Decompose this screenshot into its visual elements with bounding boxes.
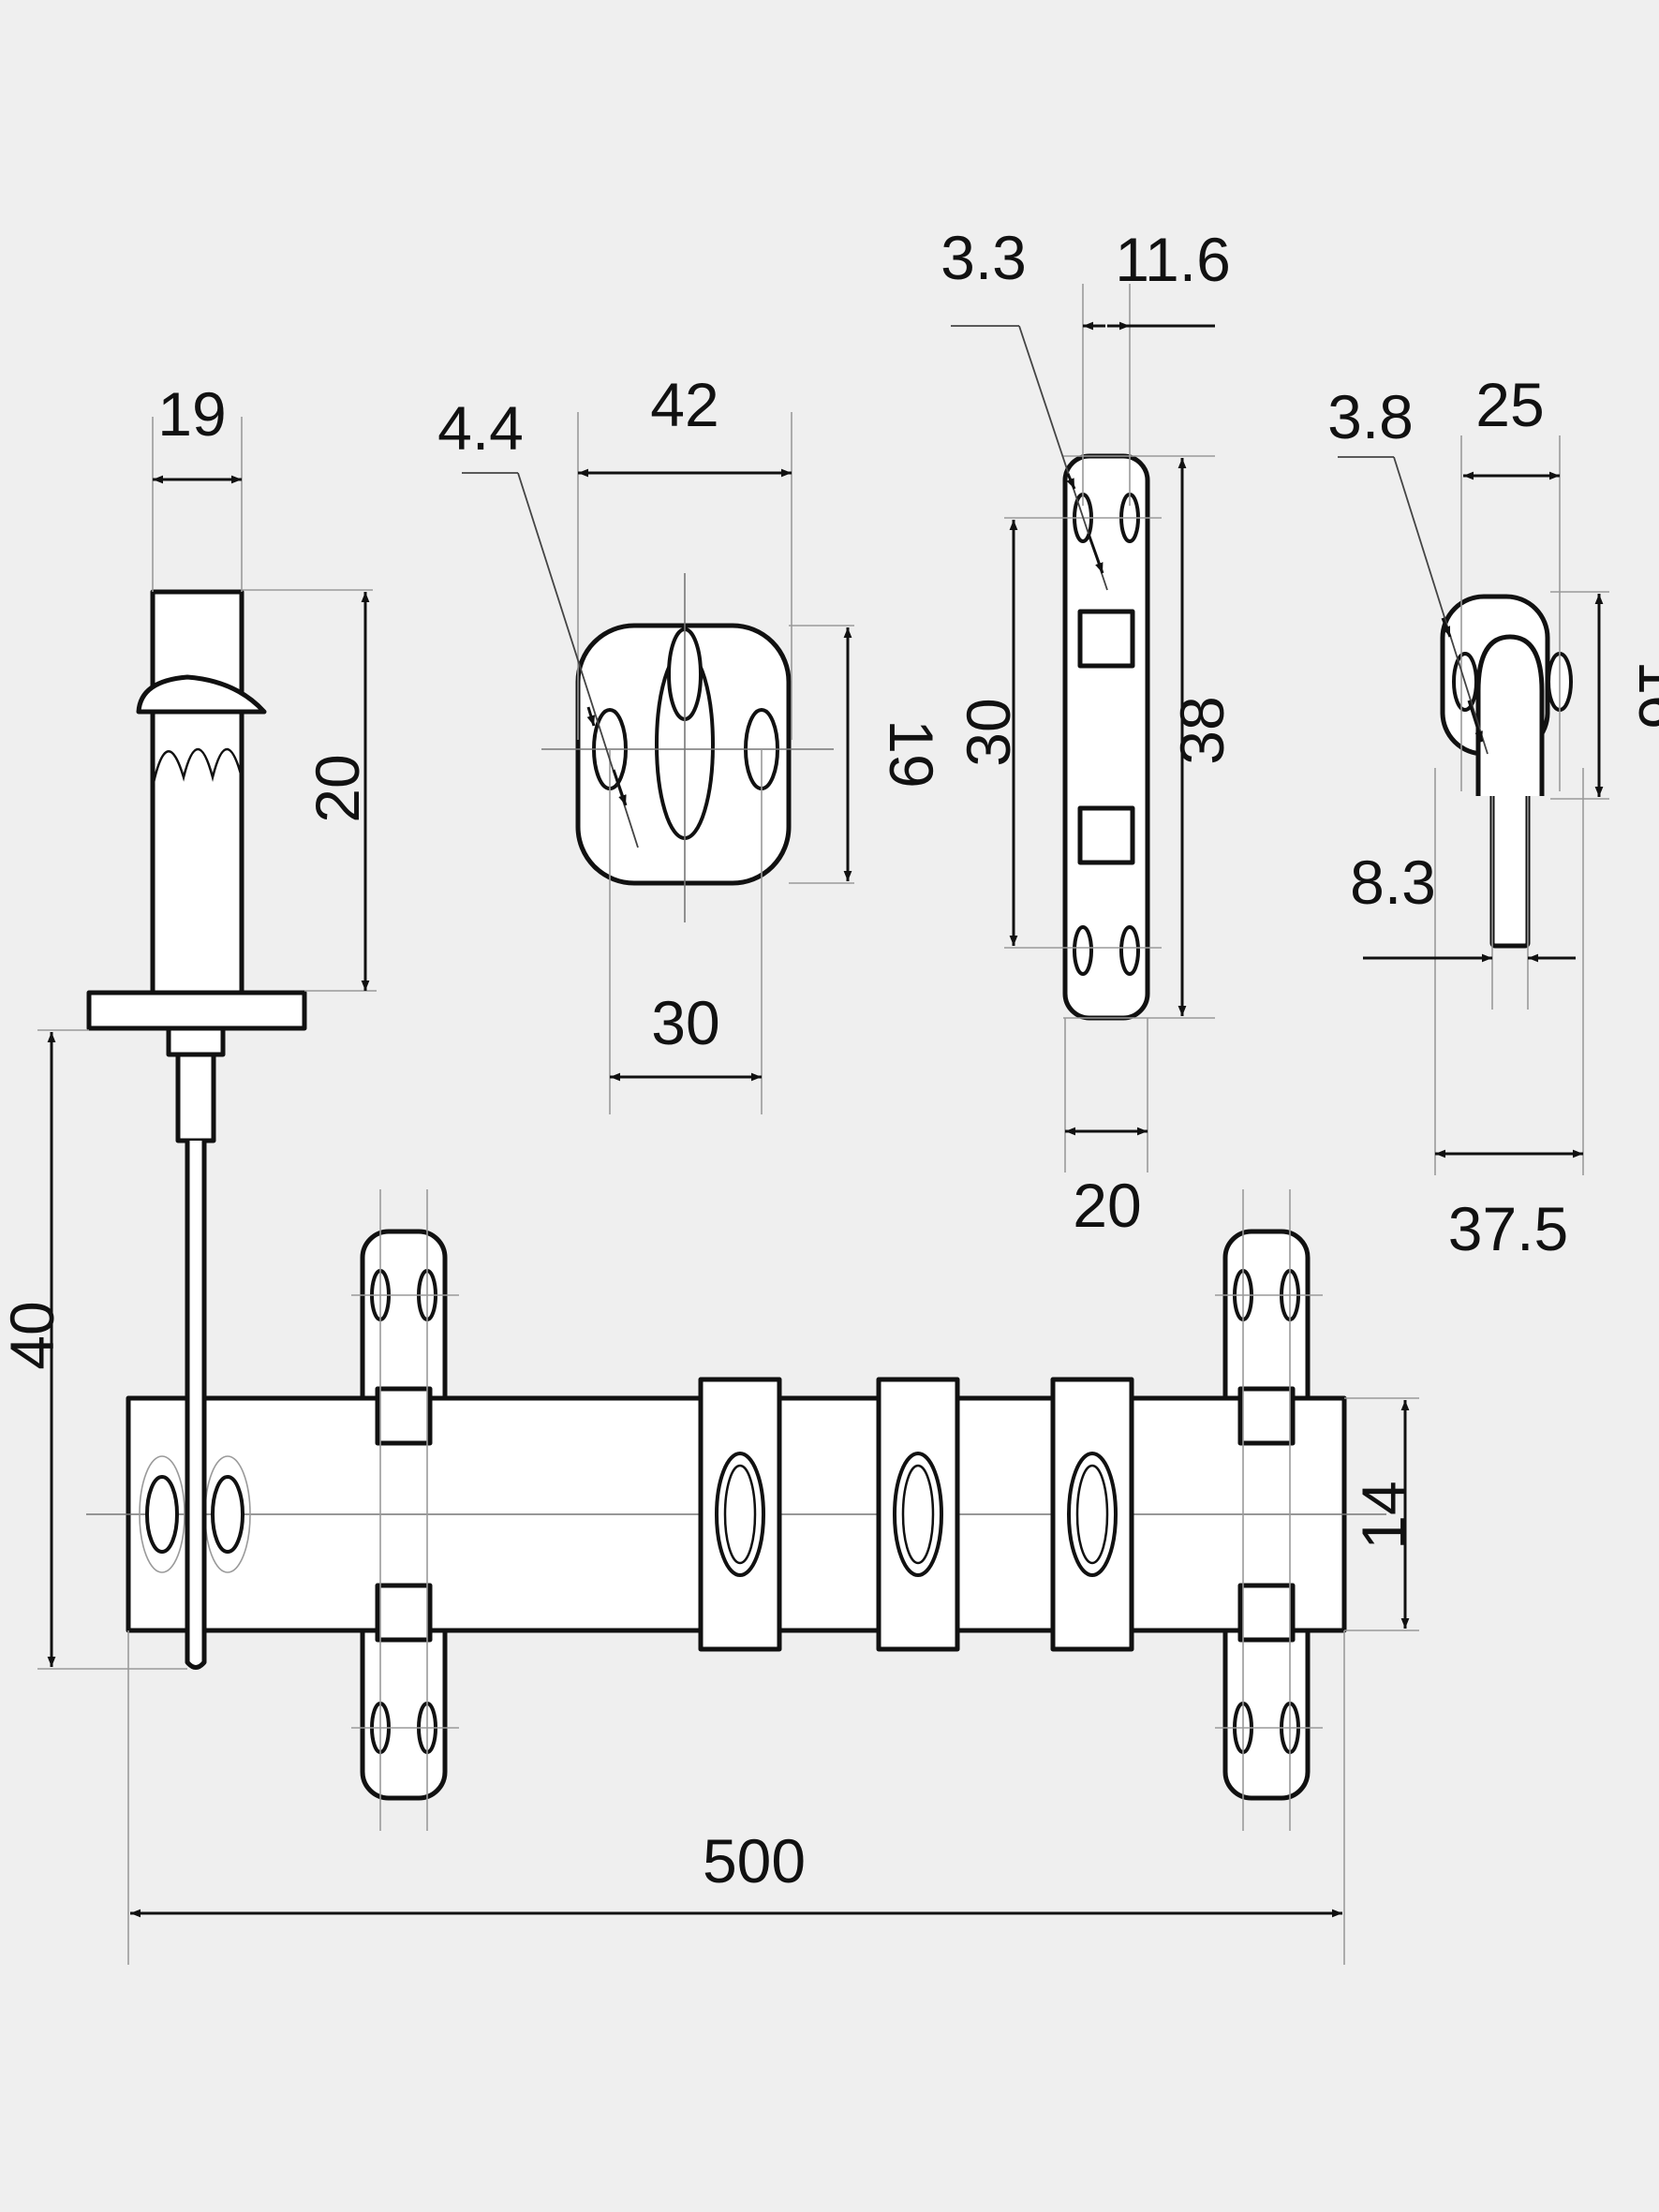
keeper-total-label: 37.5 (1448, 1194, 1568, 1263)
bracket-width-label: 20 (1073, 1171, 1141, 1240)
bar-width-label: 14 (1349, 1481, 1418, 1549)
bracket-length-label: 38 (1167, 696, 1237, 764)
knob-height-label: 20 (303, 754, 372, 822)
keeper-hole-label: 3.8 (1327, 382, 1414, 451)
bar-length-label: 500 (703, 1826, 806, 1895)
knob-width-label: 19 (157, 379, 226, 449)
guide-length-label: 42 (650, 370, 718, 439)
keeper-slot-label: 8.3 (1350, 848, 1436, 917)
keeper-width-label: 25 (1475, 370, 1544, 439)
guide-pitch-label: 30 (651, 988, 719, 1057)
bracket-hole-label: 3.3 (941, 223, 1027, 292)
keeper-height-label: 16 (1626, 660, 1659, 729)
guide-hole-label: 4.4 (437, 393, 524, 463)
guide-plate-part: 42 19 30 4.4 (437, 370, 946, 1114)
keeper-part: 25 3.8 16 8.3 37.5 (1327, 370, 1659, 1263)
bolt-assembly: 40 14 500 (0, 1032, 1419, 1965)
guide-height-label: 19 (877, 719, 946, 788)
bracket-pitch-label: 30 (954, 698, 1023, 766)
bracket-slot-label: 11.6 (1115, 225, 1231, 294)
bracket-part: 11.6 3.3 30 38 20 (941, 223, 1237, 1240)
knob-part: 19 20 (37, 379, 377, 1143)
rod-drop-label: 40 (0, 1301, 67, 1369)
